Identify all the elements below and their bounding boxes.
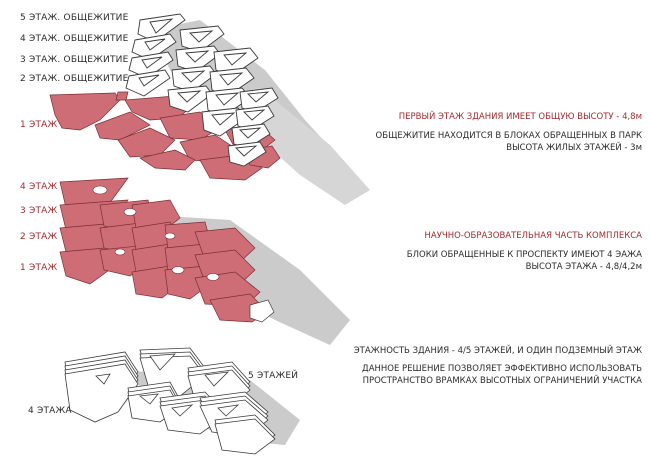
top-floor-label-3: 3 ЭТАЖ. ОБЩЕЖИТИЕ [20, 55, 128, 66]
middle-heading: НАУЧНО-ОБРАЗОВАТЕЛЬНАЯ ЧАСТЬ КОМПЛЕКСА [424, 230, 642, 242]
top-note-line-1: ОБЩЕЖИТИЕ НАХОДИТСЯ В БЛОКАХ ОБРАЩЕННЫХ … [376, 130, 642, 142]
top-floor-label-5: 5 ЭТАЖ. ОБЩЕЖИТИЕ [20, 13, 128, 24]
bottom-note-line-1: ДАННОЕ РЕШЕНИЕ ПОЗВОЛЯЕТ ЭФФЕКТИВНО ИСПО… [362, 363, 642, 375]
top-heading: ПЕРВЫЙ ЭТАЖ ЗДАНИЯ ИМЕЕТ ОБЩУЮ ВЫСОТУ - … [399, 111, 642, 123]
bottom-label-5-floors: 5 ЭТАЖЕЙ [248, 371, 298, 382]
top-floor-label-4: 4 ЭТАЖ. ОБЩЕЖИТИЕ [20, 34, 128, 45]
middle-education-stack [60, 178, 268, 322]
top-floor-label-1: 1 ЭТАЖ [20, 120, 57, 131]
top-note-line-2: ВЫСОТА ЖИЛЫХ ЭТАЖЕЙ - 3м [506, 142, 642, 154]
bottom-note-line-2: ПРОСТРАНСТВО ВРАМКАХ ВЫСОТНЫХ ОГРАНИЧЕНИ… [363, 375, 642, 387]
bottom-label-4-floors: 4 ЭТАЖА [28, 406, 72, 417]
bottom-heading: ЭТАЖНОСТЬ ЗДАНИЯ - 4/5 ЭТАЖЕЙ, И ОДИН ПО… [354, 345, 642, 357]
middle-note-line-1: БЛОКИ ОБРАЩЕННЫЕ К ПРОСПЕКТУ ИМЕЮТ 4 ЭАЖ… [407, 249, 642, 261]
middle-floor-label-2: 2 ЭТАЖ [20, 232, 57, 243]
top-floor-label-2: 2 ЭТАЖ. ОБЩЕЖИТИЕ [20, 74, 128, 85]
middle-floor-label-3: 3 ЭТАЖ [20, 206, 57, 217]
bottom-massing [65, 348, 275, 454]
middle-floor-label-1: 1 ЭТАЖ [20, 263, 57, 274]
middle-note-line-2: ВЫСОТА ЭТАЖА - 4,8/4,2м [526, 261, 642, 273]
middle-floor-label-4: 4 ЭТАЖ [20, 182, 57, 193]
